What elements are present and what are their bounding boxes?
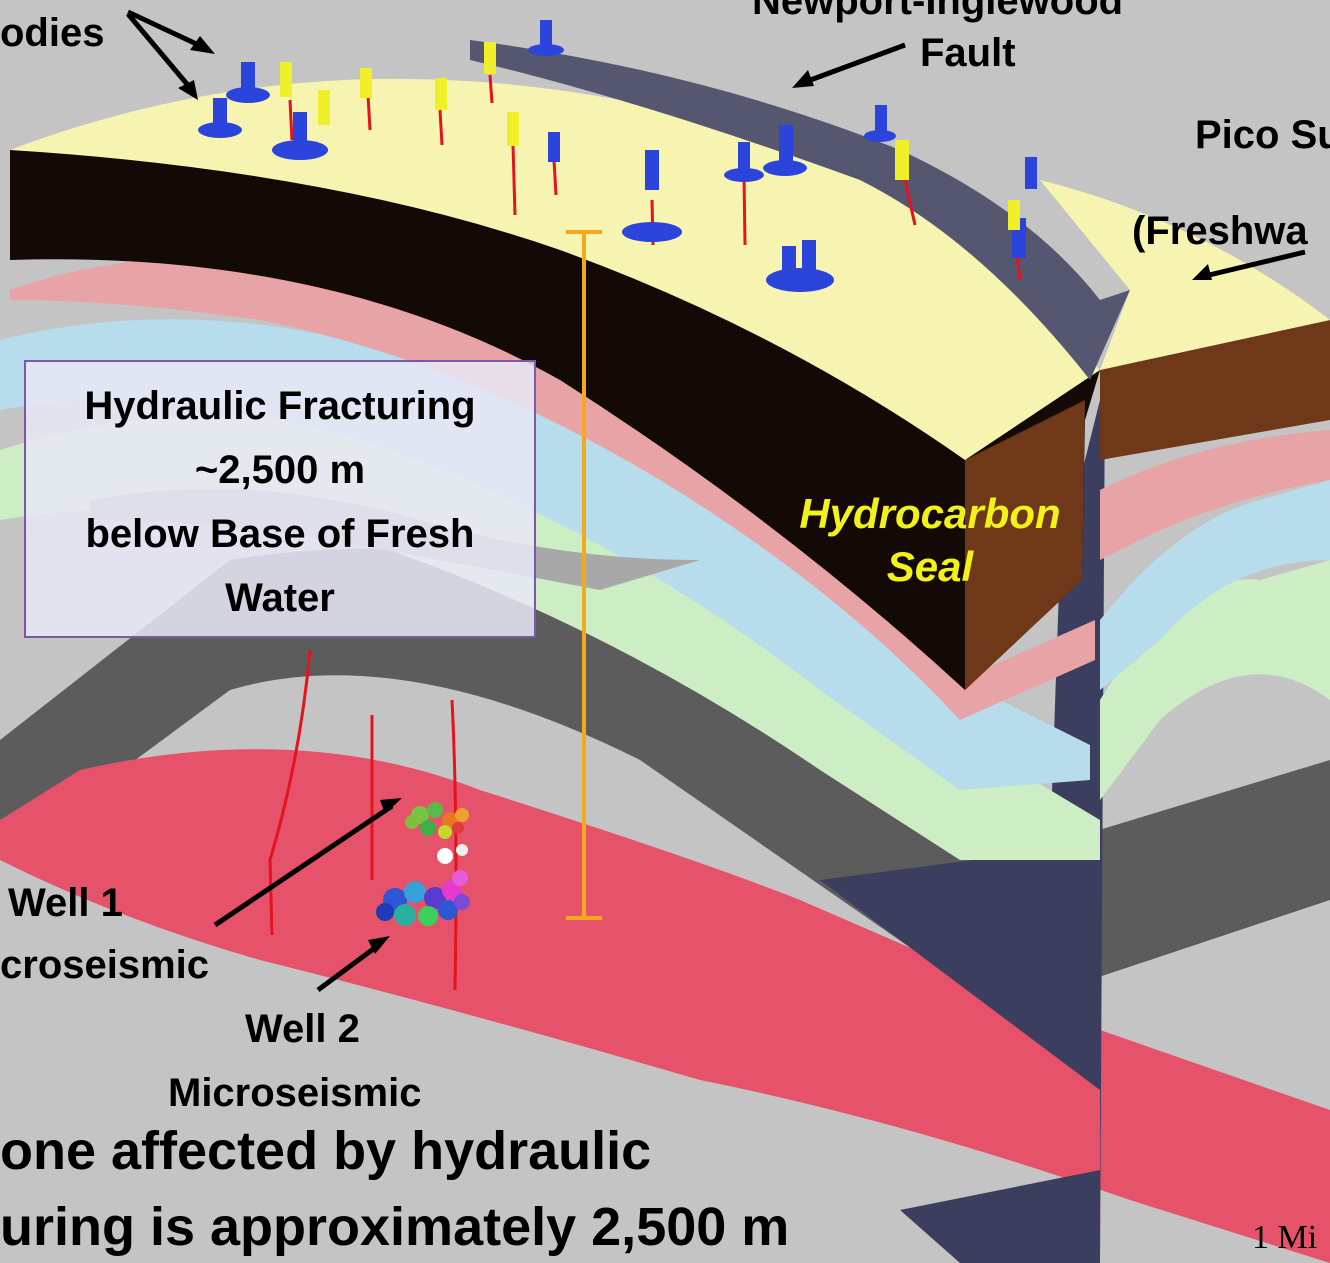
well1-label-line1: Well 1 [8,881,123,925]
well2-label-line1: Well 2 [245,1007,360,1051]
well2-label-line2: Microseismic [168,1071,422,1115]
pink-layer-right [1100,430,1330,560]
seal-label-line2: Seal [886,542,974,590]
blue-layer [0,319,1090,790]
green-layer [0,414,1100,860]
well2-microseismic-cluster [376,870,470,926]
callout-line-2: ~2,500 m [194,448,366,492]
pico-label-line2: (Freshwa [1132,209,1308,253]
fault-label-line2: Fault [920,31,1016,75]
depth-measure-bar [566,230,602,920]
seal-side [965,400,1085,690]
hydrocarbon-seal-label: Hydrocarbon Seal [780,488,1080,593]
fault-trace [470,40,1130,380]
red-layer [0,749,1330,1263]
bodies-label: odies [0,11,105,55]
top-surface [10,78,1100,461]
pico-label-line1: Pico Su [1195,113,1330,157]
seal-side-right [1100,320,1330,460]
green-layer-right [1100,560,1330,800]
summary-line-2: uring is approximately 2,500 m [0,1197,790,1257]
hydraulic-fracturing-callout: Hydraulic Fracturing ~2,500 m below Base… [24,360,536,638]
well1-label-line2: croseismic [0,943,210,987]
well1-microseismic-cluster [405,802,469,864]
callout-line-1: Hydraulic Fracturing [84,384,476,428]
pink-layer [10,258,1095,720]
annotation-arrows [126,9,1306,993]
seal-label-line1: Hydrocarbon [799,490,1061,537]
blue-layer-right [1100,480,1330,690]
top-surface-right [1040,180,1330,370]
callout-line-3: below Base of Fresh [85,512,475,556]
callout-line-4: Water [225,576,335,620]
summary-line-1: one affected by hydraulic [0,1121,652,1181]
scale-label: 1 Mi [1252,1219,1318,1256]
rig-icons [198,20,1037,292]
fault-label-line1: Newport-Inglewood [752,0,1124,23]
